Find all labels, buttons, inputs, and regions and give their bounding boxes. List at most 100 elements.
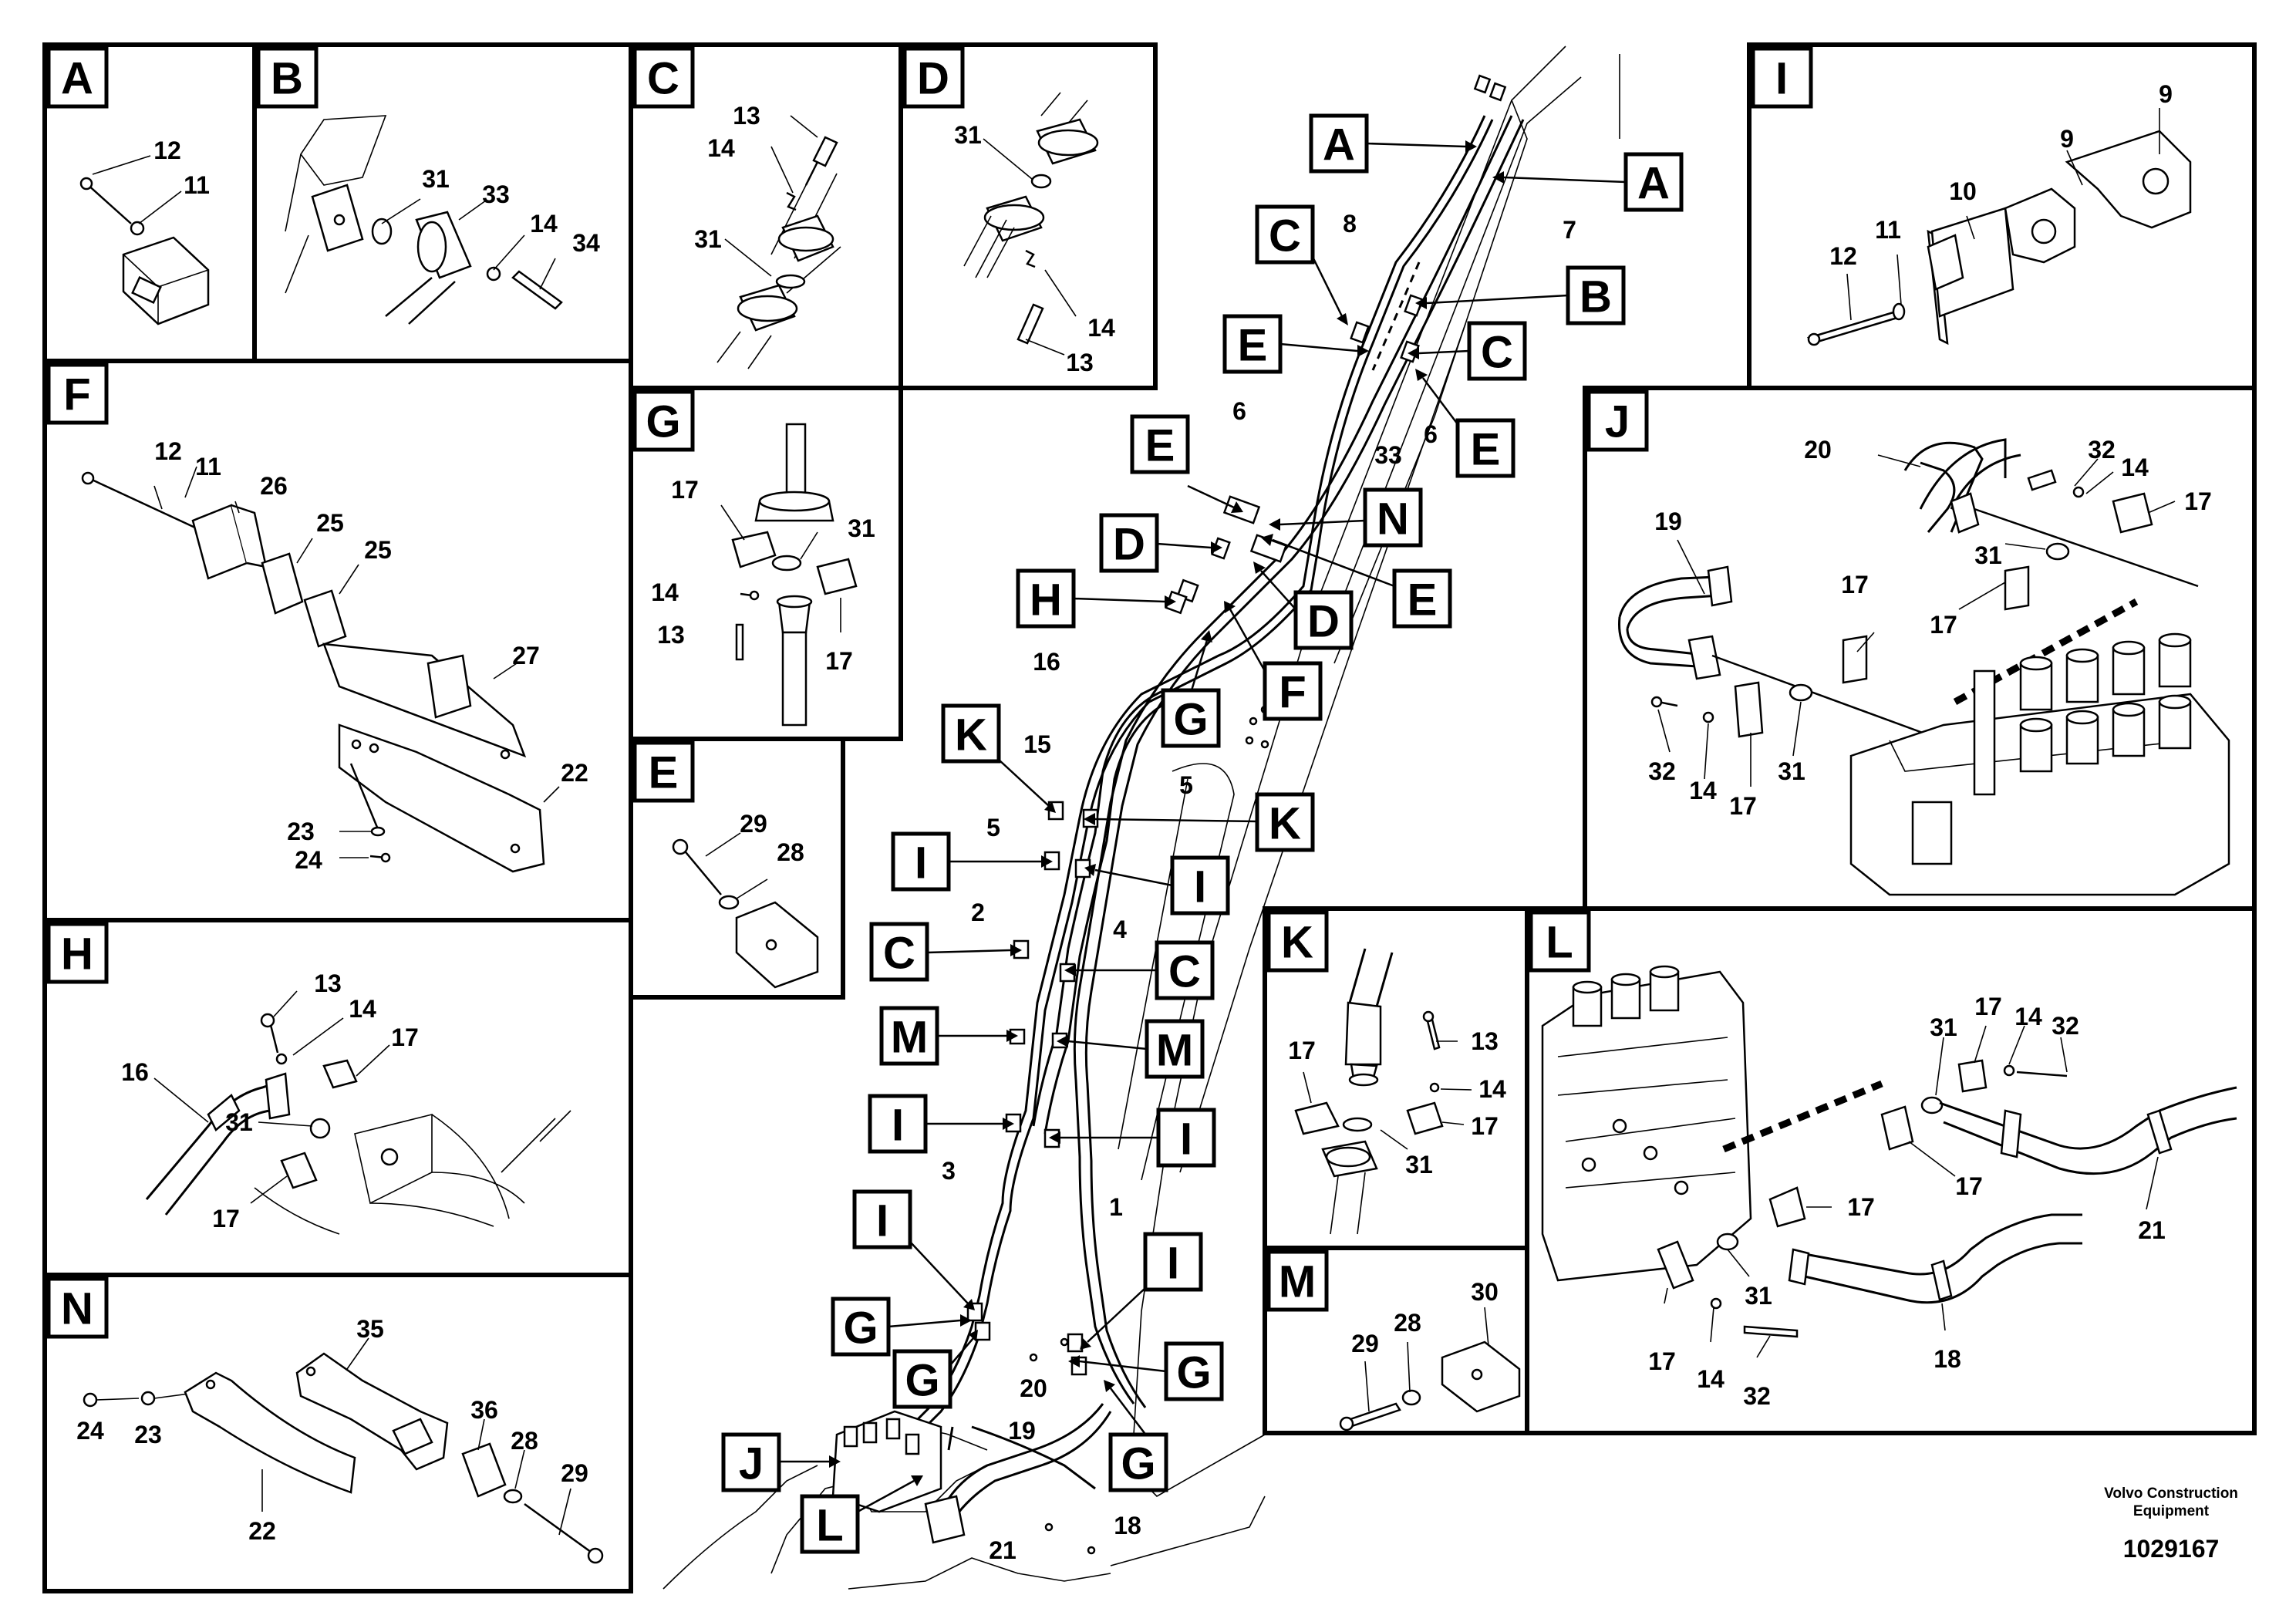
callout-I-6: I bbox=[1080, 1232, 1203, 1350]
svg-text:10: 10 bbox=[1949, 177, 1977, 205]
callout-I-1: I bbox=[891, 831, 1053, 892]
svg-text:I: I bbox=[1775, 54, 1788, 104]
svg-text:12: 12 bbox=[154, 437, 182, 465]
svg-text:E: E bbox=[649, 748, 679, 798]
svg-text:D: D bbox=[1307, 597, 1340, 647]
svg-text:11: 11 bbox=[195, 453, 221, 481]
panel-tag-J: J bbox=[1586, 389, 1649, 452]
svg-text:17: 17 bbox=[1841, 571, 1869, 599]
svg-text:K: K bbox=[955, 710, 987, 760]
main-boom-view bbox=[663, 46, 1620, 1590]
svg-text:13: 13 bbox=[657, 621, 685, 649]
callout-I-2: I bbox=[1084, 855, 1230, 916]
svg-text:4: 4 bbox=[1113, 916, 1127, 943]
callout-J: J bbox=[721, 1432, 841, 1492]
svg-text:28: 28 bbox=[1394, 1309, 1421, 1337]
svg-text:A: A bbox=[61, 54, 93, 104]
svg-text:G: G bbox=[843, 1303, 878, 1354]
svg-text:C: C bbox=[647, 54, 679, 104]
svg-text:32: 32 bbox=[2052, 1012, 2079, 1040]
svg-text:A: A bbox=[1323, 120, 1355, 170]
callout-G-4: G bbox=[1068, 1341, 1224, 1401]
svg-text:L: L bbox=[816, 1501, 843, 1551]
svg-text:14: 14 bbox=[1697, 1365, 1725, 1393]
panel-tag-D: D bbox=[902, 46, 965, 109]
svg-text:23: 23 bbox=[134, 1421, 162, 1448]
callout-A-left: A bbox=[1309, 113, 1477, 174]
svg-text:24: 24 bbox=[76, 1417, 104, 1445]
callout-H: H bbox=[1016, 568, 1176, 629]
svg-text:13: 13 bbox=[314, 969, 342, 997]
callout-G: G bbox=[1161, 630, 1221, 748]
svg-text:14: 14 bbox=[2014, 1003, 2042, 1030]
svg-text:C: C bbox=[883, 929, 915, 979]
svg-text:31: 31 bbox=[1745, 1282, 1772, 1310]
svg-text:19: 19 bbox=[1008, 1417, 1036, 1445]
svg-text:21: 21 bbox=[2138, 1216, 2166, 1244]
callout-D-1: D bbox=[1099, 513, 1222, 573]
svg-text:G: G bbox=[1176, 1348, 1211, 1398]
svg-text:1: 1 bbox=[1109, 1193, 1123, 1221]
svg-text:25: 25 bbox=[364, 536, 392, 564]
panel-tag-M: M bbox=[1266, 1249, 1329, 1312]
svg-text:31: 31 bbox=[422, 165, 450, 193]
svg-text:E: E bbox=[1238, 321, 1268, 371]
svg-text:I: I bbox=[876, 1196, 888, 1246]
svg-text:G: G bbox=[1173, 695, 1208, 745]
svg-text:14: 14 bbox=[349, 995, 376, 1023]
svg-text:14: 14 bbox=[2121, 454, 2149, 481]
document-number: 1029167 bbox=[2122, 1535, 2220, 1563]
panel-B-drawing: 31 33 14 34 bbox=[285, 115, 600, 325]
svg-text:7: 7 bbox=[1563, 216, 1576, 244]
svg-text:19: 19 bbox=[1654, 508, 1682, 535]
svg-text:31: 31 bbox=[1405, 1151, 1433, 1179]
svg-text:N: N bbox=[61, 1284, 93, 1334]
callout-M-2: M bbox=[1057, 1019, 1205, 1079]
svg-text:26: 26 bbox=[260, 472, 288, 500]
panel-tag-I: I bbox=[1751, 46, 1813, 109]
panel-L-drawing: 17 14 32 31 17 17 21 31 17 14 32 18 bbox=[1541, 965, 2237, 1410]
svg-text:D: D bbox=[1113, 520, 1145, 570]
svg-text:14: 14 bbox=[1087, 314, 1115, 342]
svg-text:30: 30 bbox=[1471, 1278, 1499, 1306]
svg-text:14: 14 bbox=[1478, 1075, 1506, 1103]
svg-text:6: 6 bbox=[1424, 420, 1438, 448]
panel-N-drawing: 35 24 23 36 28 29 22 bbox=[76, 1315, 604, 1564]
svg-text:12: 12 bbox=[153, 137, 181, 164]
callout-E-4: E bbox=[1261, 534, 1452, 629]
callout-E-3: E bbox=[1130, 414, 1243, 513]
svg-text:M: M bbox=[1156, 1026, 1193, 1076]
callout-G-5: G bbox=[1104, 1380, 1168, 1492]
svg-text:17: 17 bbox=[1847, 1193, 1875, 1221]
valve-block-left bbox=[1572, 965, 1680, 1027]
svg-text:E: E bbox=[1471, 425, 1501, 475]
callout-C-2: C bbox=[1408, 321, 1527, 381]
svg-text:32: 32 bbox=[1743, 1382, 1771, 1410]
svg-text:F: F bbox=[63, 370, 90, 420]
svg-text:I: I bbox=[1194, 862, 1206, 912]
svg-text:H: H bbox=[61, 929, 93, 980]
svg-text:C: C bbox=[1269, 211, 1301, 261]
svg-text:21: 21 bbox=[989, 1536, 1017, 1564]
svg-text:31: 31 bbox=[694, 225, 722, 253]
svg-text:24: 24 bbox=[295, 846, 322, 874]
svg-text:J: J bbox=[739, 1439, 764, 1489]
main-part-numbers: 8 7 6 33 6 16 15 5 5 2 4 3 1 20 19 21 18 bbox=[942, 210, 1576, 1564]
svg-text:L: L bbox=[1546, 918, 1573, 968]
svg-text:8: 8 bbox=[1343, 210, 1357, 238]
svg-text:N: N bbox=[1377, 494, 1409, 545]
panel-F-drawing: 12 11 26 25 25 27 22 23 24 bbox=[81, 437, 588, 874]
svg-text:I: I bbox=[915, 838, 927, 889]
svg-text:I: I bbox=[1180, 1114, 1192, 1165]
panel-tag-N: N bbox=[46, 1276, 109, 1339]
panel-K-drawing: 17 13 14 17 31 bbox=[1288, 948, 1506, 1235]
svg-text:J: J bbox=[1605, 397, 1630, 447]
callout-D-2: D bbox=[1253, 561, 1354, 650]
svg-text:K: K bbox=[1269, 799, 1301, 849]
svg-text:35: 35 bbox=[356, 1315, 384, 1343]
svg-text:20: 20 bbox=[1804, 436, 1832, 464]
svg-text:22: 22 bbox=[248, 1517, 276, 1545]
svg-text:I: I bbox=[1167, 1239, 1179, 1289]
panel-tag-K: K bbox=[1266, 910, 1329, 973]
svg-text:17: 17 bbox=[1729, 792, 1757, 820]
